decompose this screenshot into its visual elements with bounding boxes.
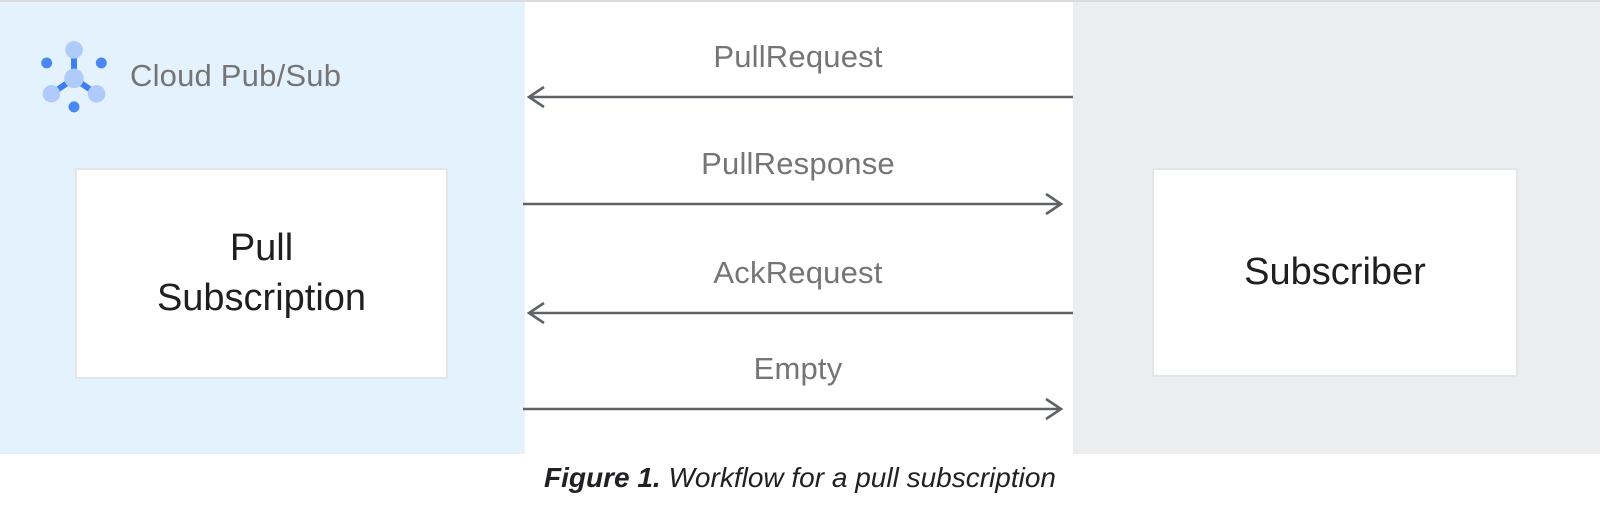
subscriber-box: Subscriber	[1152, 168, 1518, 377]
pull-subscription-box: Pull Subscription	[75, 168, 448, 379]
message-label: Empty	[753, 351, 843, 386]
arrow-left-icon	[526, 301, 1073, 325]
message-label: PullRequest	[713, 39, 883, 74]
figure-caption: Figure 1. Workflow for a pull subscripti…	[0, 462, 1600, 494]
top-divider	[0, 0, 1600, 2]
cloud-pubsub-header: Cloud Pub/Sub	[36, 38, 341, 114]
pull-subscription-label: Pull Subscription	[157, 224, 366, 323]
pull-subscription-label-line1: Pull	[229, 227, 294, 270]
message-pullresponse: PullResponse	[523, 143, 1073, 217]
arrow-left-icon	[526, 85, 1073, 109]
arrow-right-icon	[523, 192, 1064, 216]
subscriber-label: Subscriber	[1244, 250, 1426, 293]
subscriber-panel: Subscriber	[1073, 2, 1600, 454]
message-label: AckRequest	[713, 255, 883, 290]
cloud-pubsub-icon	[36, 38, 112, 114]
message-label: PullResponse	[701, 146, 895, 181]
arrow-right-icon	[523, 397, 1064, 421]
pull-subscription-label-line2: Subscription	[156, 276, 367, 319]
message-pullrequest: PullRequest	[523, 36, 1073, 110]
message-ackrequest: AckRequest	[523, 252, 1073, 326]
message-empty: Empty	[523, 348, 1073, 422]
figure-caption-label: Figure 1.	[544, 462, 661, 493]
cloud-pubsub-label: Cloud Pub/Sub	[130, 58, 342, 93]
figure-caption-text: Workflow for a pull subscription	[668, 462, 1056, 493]
cloud-pubsub-panel: Cloud Pub/Sub Pull Subscription	[0, 2, 525, 454]
